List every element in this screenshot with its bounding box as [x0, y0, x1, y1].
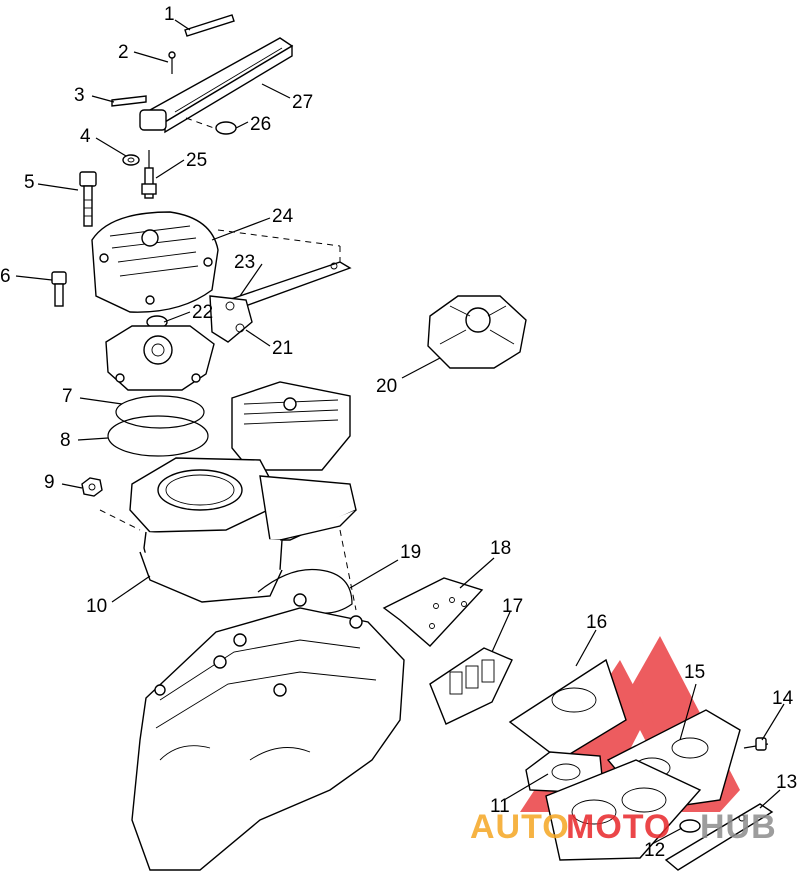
part-27-rail [139, 37, 294, 134]
callout-10: 10 [86, 596, 107, 617]
callout-26: 26 [250, 114, 271, 135]
part-3-decal [111, 95, 147, 107]
crankcase [131, 593, 405, 871]
callout-3: 3 [74, 85, 85, 106]
part-4-washer [122, 154, 140, 166]
leader-lines [15, 19, 785, 845]
part-16-intake-gasket [508, 658, 627, 761]
part-13-bracket-bar [664, 803, 774, 871]
part-7-o-ring [115, 395, 205, 429]
part-14-bolt [743, 737, 769, 751]
callout-16: 16 [586, 612, 607, 633]
callout-5: 5 [24, 172, 35, 193]
part-6-bolt [51, 271, 67, 307]
watermark-text: AUTO MOTO HUB [470, 808, 777, 846]
callout-20: 20 [376, 376, 397, 397]
part-12-clamp [679, 819, 701, 833]
callout-15: 15 [684, 662, 705, 683]
callout-25: 25 [186, 150, 207, 171]
part-2-screw [168, 51, 176, 74]
part-1-decal [184, 14, 235, 37]
watermark-auto: AUTO [470, 808, 570, 846]
carburetor-mount-flange [545, 759, 702, 861]
watermark-hub: HUB [700, 808, 777, 846]
cylinder-head-lower [105, 325, 215, 391]
part-5-bolt [79, 171, 97, 227]
part-25-spark-plug [141, 150, 157, 199]
callout-1: 1 [164, 4, 175, 25]
part-10-cylinder [99, 381, 357, 611]
callout-11: 11 [490, 796, 510, 817]
callout-4: 4 [80, 126, 91, 147]
part-8-o-ring [107, 415, 209, 457]
callout-22: 22 [192, 302, 213, 323]
callout-17: 17 [502, 596, 523, 617]
part-20-head-cover [427, 295, 527, 369]
callout-23: 23 [234, 252, 255, 273]
callout-18: 18 [490, 538, 511, 559]
part-18-reed-plate [382, 577, 484, 647]
part-21-head-gasket [209, 295, 253, 343]
part-9-nut [81, 477, 103, 497]
callout-24: 24 [272, 206, 294, 227]
part-17-reed-valve [429, 647, 513, 725]
callout-13: 13 [776, 772, 797, 793]
callout-2: 2 [118, 42, 129, 63]
callout-7: 7 [62, 386, 73, 407]
callout-12: 12 [644, 840, 665, 861]
part-19-base-gasket [257, 568, 353, 614]
watermark-moto: MOTO [566, 808, 671, 846]
part-26-plug [185, 117, 237, 135]
callout-19: 19 [400, 542, 421, 563]
callout-9: 9 [44, 472, 55, 493]
callout-21: 21 [272, 338, 293, 359]
callout-27: 27 [292, 92, 313, 113]
callout-8: 8 [60, 430, 71, 451]
part-24-head-cover [91, 211, 219, 313]
callout-6: 6 [0, 266, 11, 287]
callout-14: 14 [772, 688, 794, 709]
